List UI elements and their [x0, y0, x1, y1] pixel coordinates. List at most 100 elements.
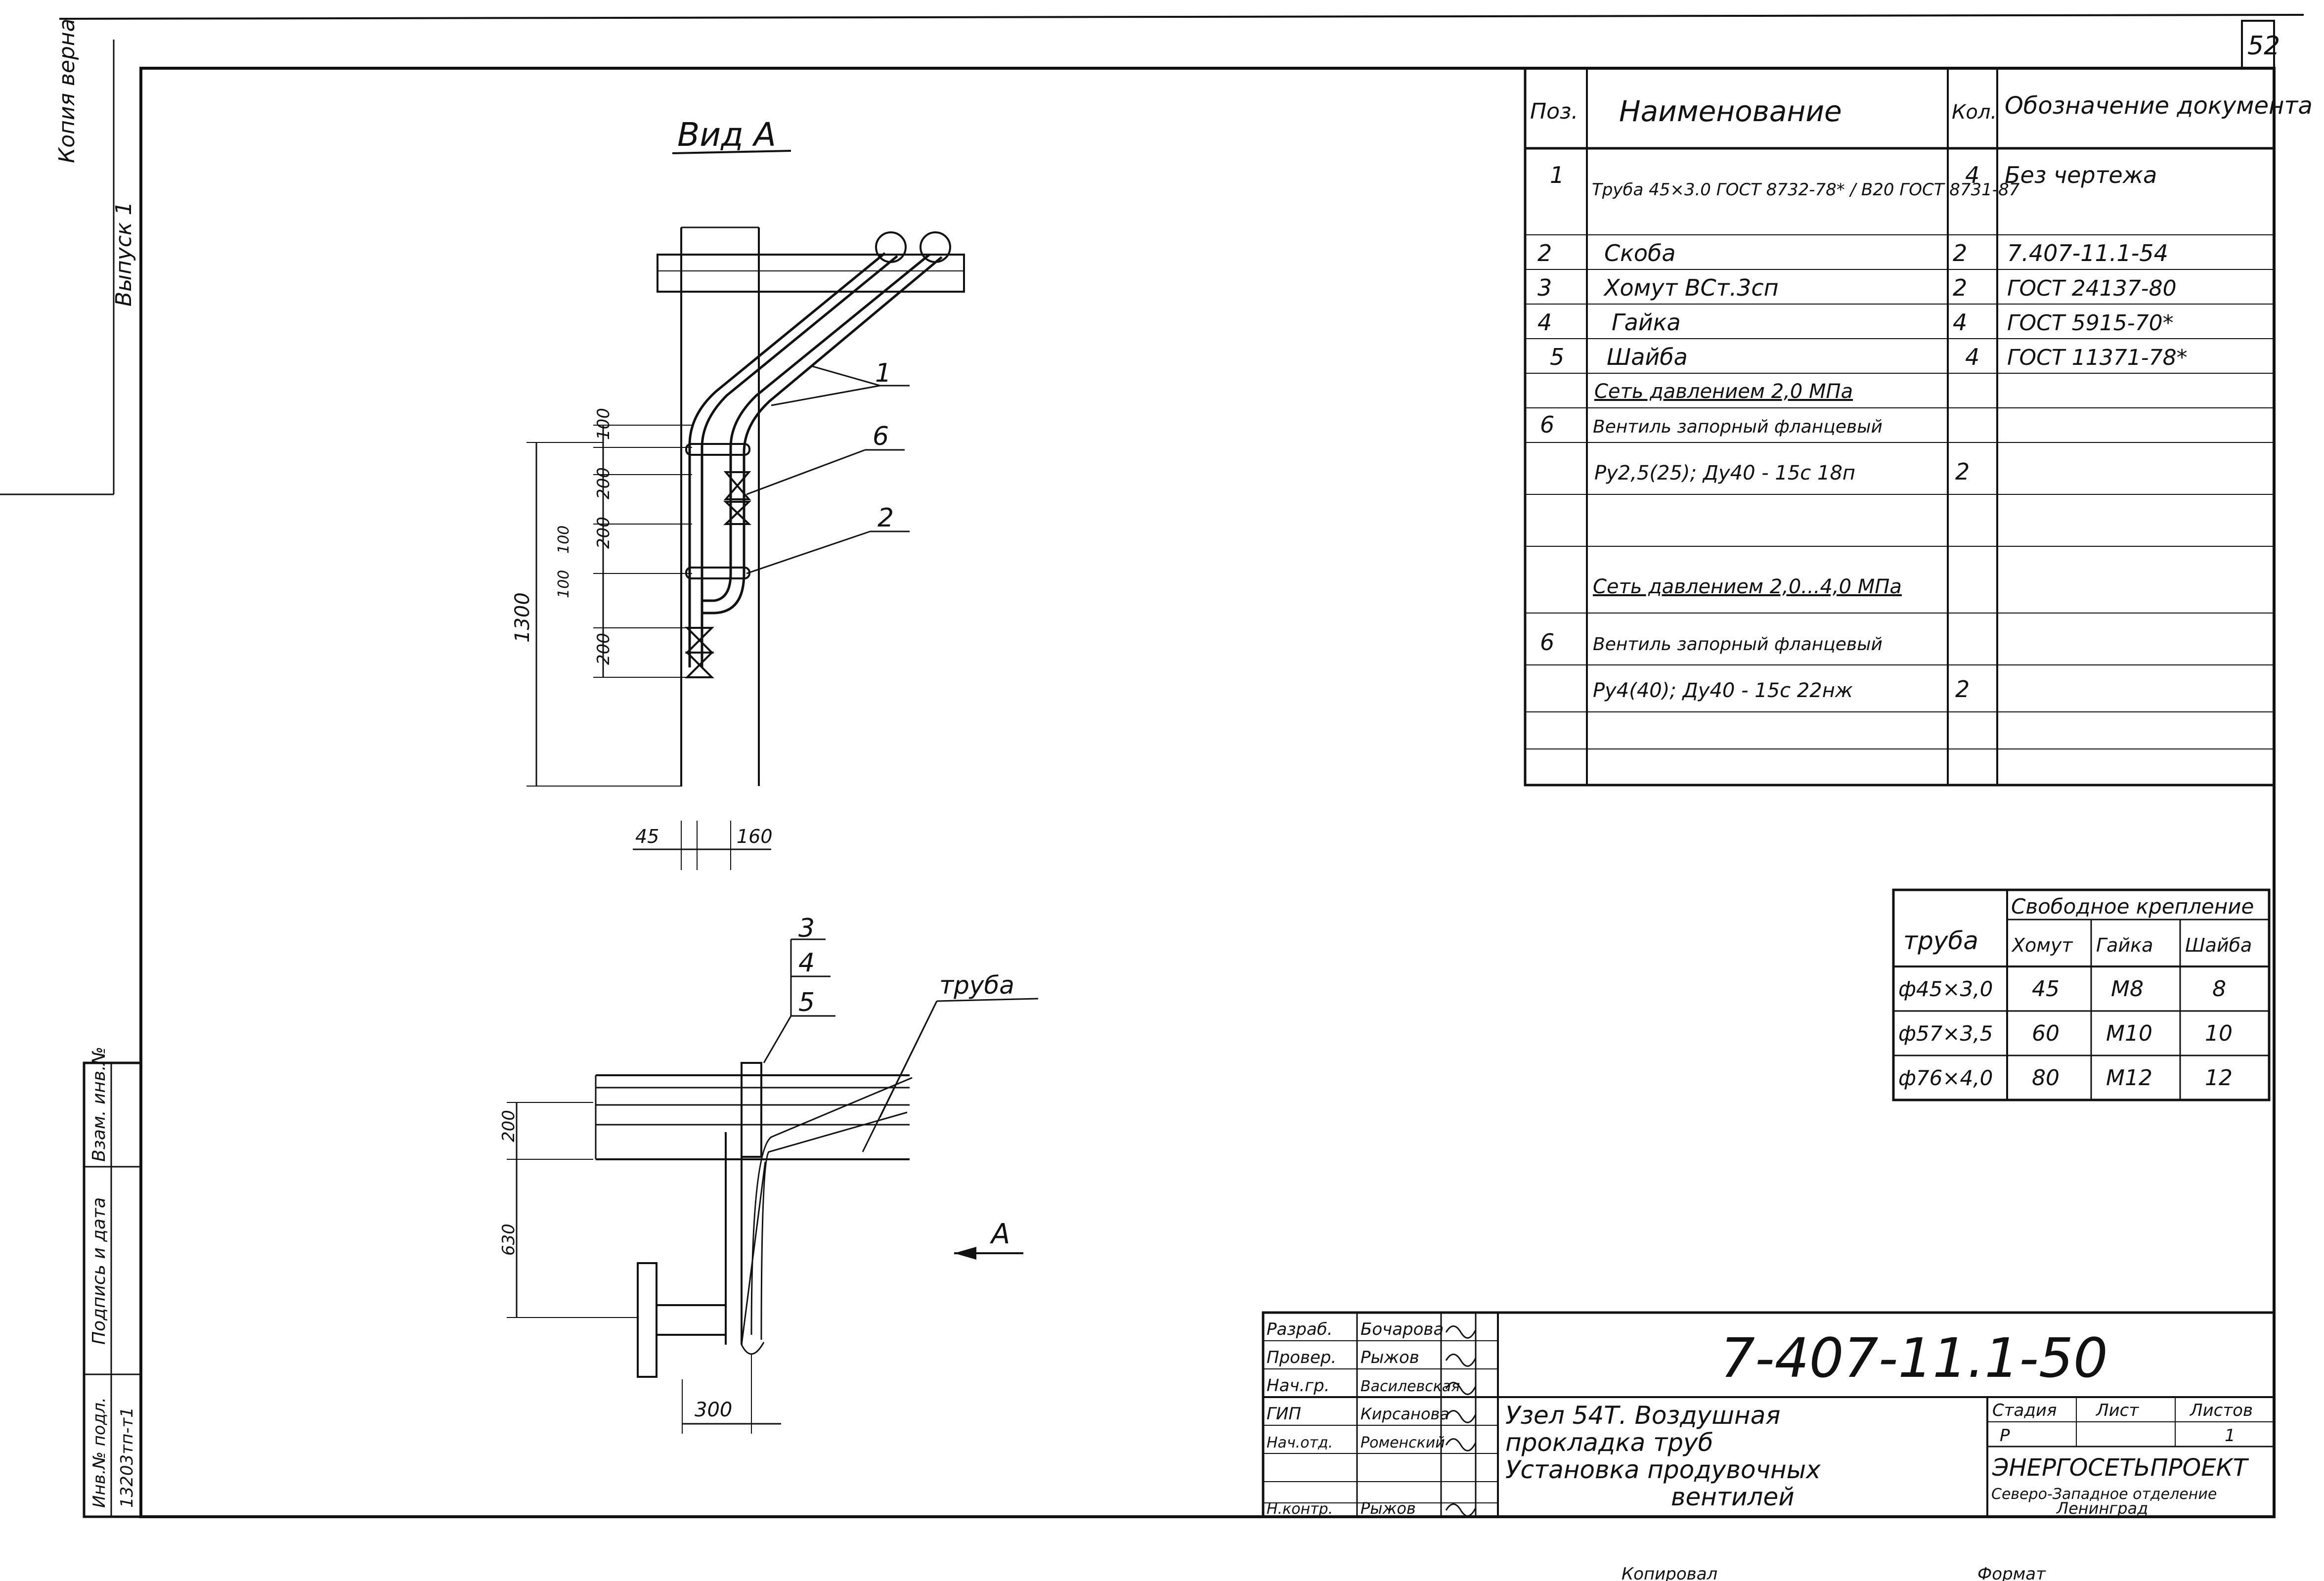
fastening-row-2-nut: М10: [2106, 1021, 2152, 1046]
dim-small-a: 100: [555, 526, 572, 554]
spec-row-3-qty: 2: [1953, 274, 1967, 301]
replace-inv-label: Взам. инв.№: [89, 1047, 109, 1162]
fastening-col-clamp: Хомут: [2011, 934, 2073, 956]
fastening-table: Свободное крепление труба Хомут Гайка Ша…: [1892, 888, 2271, 1101]
dim-pipe-offset: 45: [635, 826, 659, 847]
dim-small-b: 100: [555, 570, 572, 598]
fastening-row-3-nut: М12: [2106, 1065, 2152, 1091]
fastening-col-nut: Гайка: [2096, 934, 2153, 956]
spec-header-qty: Кол.: [1952, 101, 1997, 124]
tb-stage-value: Р: [2000, 1426, 2010, 1446]
footer-copied: Копировал: [1622, 1564, 1717, 1581]
fastening-group-header: Свободное крепление: [2011, 894, 2254, 919]
fastening-row-3-clamp: 80: [2032, 1065, 2060, 1091]
tb-stage-label: Стадия: [1992, 1401, 2057, 1420]
spec-row-7-name: Вентиль запорный фланцевый: [1593, 417, 1883, 437]
dim-total-height: 1300: [511, 592, 534, 643]
tb-role-5: Нач.отд.: [1267, 1434, 1333, 1451]
page-number: 52: [2247, 31, 2280, 61]
view-a-drawing: Вид А 1 6 2: [511, 116, 965, 870]
spec-row-8-qty: 2: [1955, 458, 1970, 485]
sign-date-label: Подпись и дата: [89, 1197, 109, 1345]
tb-org-city: Ленинград: [2056, 1499, 2148, 1518]
tb-doc-code: 7-407-11.1-50: [1720, 1326, 2108, 1390]
spec-row-2-doc: 7.407-11.1-54: [2007, 240, 2168, 266]
spec-row-3-pos: 3: [1537, 274, 1552, 301]
fastening-row-1-clamp: 45: [2032, 976, 2060, 1002]
tb-name-5: Роменский: [1360, 1434, 1445, 1451]
spec-header-pos: Поз.: [1530, 99, 1578, 124]
spec-row-1-pos: 1: [1550, 162, 1564, 188]
spec-row-11-name: Вентиль запорный фланцевый: [1593, 634, 1883, 655]
spec-table: Поз. Наименование Кол. Обозначение докум…: [1524, 67, 2313, 787]
tb-sheet-label: Лист: [2095, 1401, 2139, 1420]
spec-row-7-pos: 6: [1540, 411, 1554, 438]
spec-row-4-qty: 4: [1953, 309, 1967, 336]
tb-role-4: ГИП: [1267, 1404, 1301, 1424]
fastening-row-1-pipe: ф45×3,0: [1898, 977, 1993, 1001]
title-block: Разраб. Бочарова Провер. Рыжов Нач.гр. В…: [1262, 1311, 2276, 1518]
spec-row-5-name: Шайба: [1607, 344, 1688, 370]
tb-role-2: Провер.: [1267, 1348, 1336, 1367]
fastening-row-3-pipe: ф76×4,0: [1898, 1066, 1993, 1090]
inventory-strip: Взам. инв.№ Подпись и дата Инв.№ подл. 1…: [83, 1047, 142, 1518]
spec-row-12-name: Ру4(40); Ду40 - 15с 22нж: [1593, 679, 1853, 702]
tb-org-branch: Северо-Западное отделение: [1991, 1486, 2217, 1503]
spec-row-5-qty: 4: [1965, 344, 1979, 370]
dim-post-offset: 160: [737, 826, 773, 847]
tb-role-3: Нач.гр.: [1267, 1376, 1330, 1396]
spec-row-2-qty: 2: [1953, 240, 1967, 266]
spec-row-11-pos: 6: [1540, 629, 1554, 656]
tb-role-1: Разраб.: [1267, 1319, 1333, 1339]
tb-org-name: ЭНЕРГОСЕТЬПРОЕКТ: [1992, 1454, 2249, 1482]
inv-original-label: Инв.№ подл.: [89, 1397, 109, 1508]
tb-name-7: Рыжов: [1360, 1499, 1416, 1518]
fastening-row-2-pipe: ф57×3,5: [1898, 1021, 1993, 1046]
stamp-copy-text: Копия верна: [54, 18, 80, 163]
spec-row-3-doc: ГОСТ 24137-80: [2007, 276, 2177, 301]
spec-row-2-pos: 2: [1537, 240, 1552, 266]
callout-pipe: 1: [875, 358, 891, 388]
footer-format: Формат: [1977, 1564, 2046, 1581]
dim-lower: 200: [594, 633, 614, 665]
view-arrow-label: А: [990, 1218, 1010, 1250]
spec-row-1-name: Труба 45×3.0 ГОСТ 8732-78* / В20 ГОСТ 87…: [1592, 180, 2020, 200]
tb-title-line-4: вентилей: [1671, 1483, 1795, 1511]
tb-sheets-label: Листов: [2189, 1401, 2253, 1420]
spec-row-1-qty: 4: [1965, 162, 1979, 188]
dim-valve-span: 200: [594, 517, 614, 549]
spec-row-4-pos: 4: [1537, 309, 1552, 336]
spec-row-6-name: Сеть давлением 2,0 МПа: [1594, 380, 1853, 403]
fastening-row-2-clamp: 60: [2032, 1021, 2060, 1046]
fastening-col-washer: Шайба: [2185, 934, 2252, 956]
margin-stamp: Копия верна Выпуск 1: [0, 18, 136, 495]
view-title: Вид А: [677, 116, 776, 154]
spec-row-12-qty: 2: [1955, 676, 1970, 703]
sheet-frame: [59, 14, 2304, 1518]
issue-label: Выпуск 1: [111, 202, 136, 307]
dim-valve-upper: 200: [594, 467, 614, 499]
dim-plan-base: 300: [695, 1399, 732, 1421]
callout-bracket: 2: [877, 503, 894, 533]
tb-title-line-2: прокладка труб: [1505, 1428, 1713, 1457]
callout-nut: 4: [798, 948, 815, 978]
fastening-row-1-washer: 8: [2212, 976, 2226, 1002]
fastening-col-pipe: труба: [1903, 926, 1978, 955]
callout-clamp: 3: [798, 914, 815, 943]
fastening-row-2-washer: 10: [2205, 1021, 2233, 1046]
dim-plan-width: 200: [499, 1110, 519, 1142]
tb-name-2: Рыжов: [1360, 1348, 1419, 1367]
fastening-row-3-washer: 12: [2205, 1065, 2233, 1091]
spec-row-5-pos: 5: [1550, 344, 1564, 370]
spec-row-10-name: Сеть давлением 2,0...4,0 МПа: [1593, 575, 1902, 598]
tb-title-line-1: Узел 54Т. Воздушная: [1505, 1401, 1780, 1430]
callout-washer: 5: [798, 988, 815, 1017]
callout-valve: 6: [873, 422, 889, 451]
spec-header-doc: Обозначение документа: [2005, 92, 2313, 120]
tb-name-1: Бочарова: [1360, 1319, 1444, 1339]
tb-sheet-value: 1: [2225, 1426, 2236, 1446]
spec-row-5-doc: ГОСТ 11371-78*: [2007, 345, 2188, 370]
spec-row-8-name: Ру2,5(25); Ду40 - 15с 18п: [1594, 462, 1855, 484]
spec-row-1-doc: Без чертежа: [2005, 162, 2157, 188]
